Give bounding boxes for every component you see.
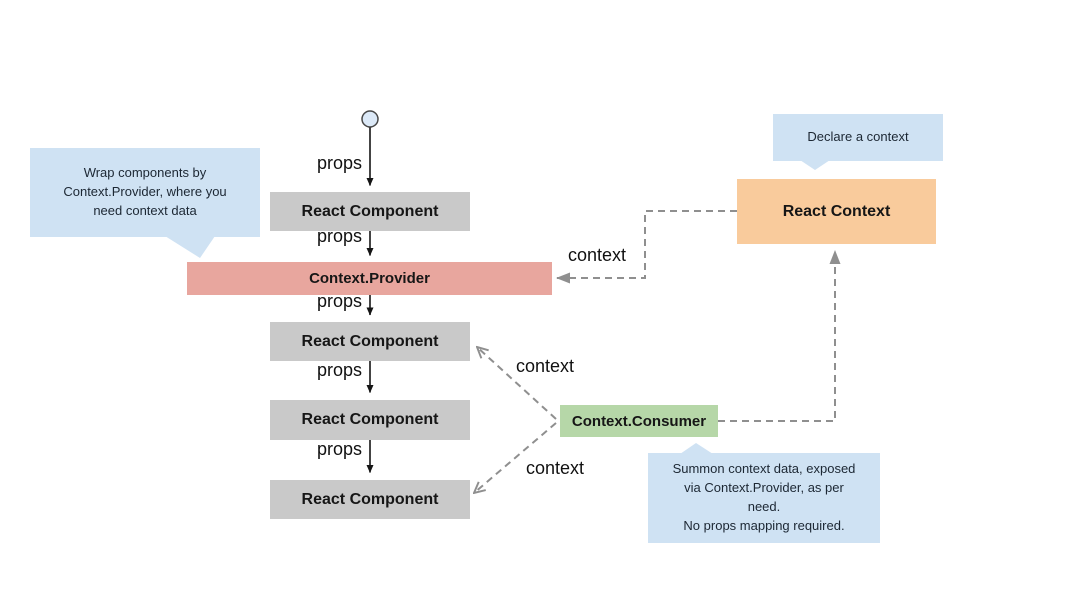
context-consumer-box: Context.Consumer (560, 405, 718, 437)
context-edge-label-upper: context (516, 356, 575, 376)
props-edge-label-2: props (316, 226, 362, 246)
context-edge-label-lower: context (526, 458, 585, 478)
tooltip-declare-context: Declare a context (773, 114, 943, 170)
react-component-box-2: React Component (270, 322, 470, 361)
props-edge-label-4: props (316, 360, 362, 380)
react-component-box-1: React Component (270, 192, 470, 231)
props-edge-label-5: props (316, 439, 362, 459)
tooltip-wrap-components: Wrap components by Context.Provider, whe… (30, 148, 260, 258)
start-node-icon (361, 110, 379, 128)
tooltip-summon-context: Summon context data, exposed via Context… (648, 443, 880, 543)
context-arrows (474, 210, 841, 493)
props-edge-label-3: props (316, 291, 362, 311)
context-edge-label-provider: context (568, 245, 627, 265)
react-component-box-4: React Component (270, 480, 470, 519)
props-edge-label-1: props (316, 153, 362, 173)
context-provider-box: Context.Provider (187, 262, 552, 295)
react-context-box: React Context (737, 179, 936, 244)
edge-consumer-to-context (718, 250, 841, 422)
react-component-box-3: React Component (270, 400, 470, 440)
